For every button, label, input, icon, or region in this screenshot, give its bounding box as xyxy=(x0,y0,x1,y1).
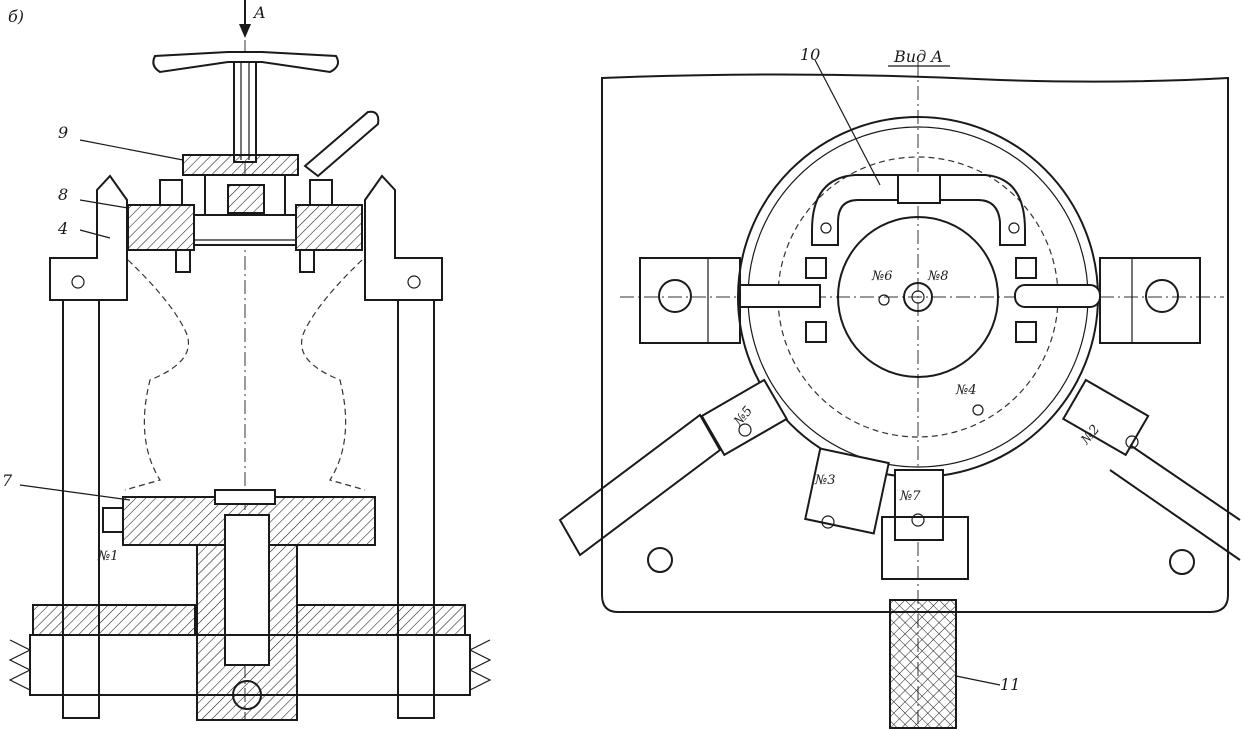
station-label-6: №6 xyxy=(871,269,893,284)
fix-hole-left xyxy=(647,547,673,573)
clamp-nut-section xyxy=(227,184,265,214)
leader-11 xyxy=(955,675,1001,686)
right-clamp-screw xyxy=(1014,284,1101,308)
base-left xyxy=(32,604,196,636)
bridge-screw-right xyxy=(1015,257,1037,279)
callout-4: 4 xyxy=(57,219,68,238)
bridge-screw-left-low xyxy=(805,321,827,343)
lever-icon xyxy=(303,110,380,178)
screw-icon xyxy=(159,179,183,206)
head-right-section xyxy=(295,204,363,251)
bridge-screw-right-low xyxy=(1015,321,1037,343)
right-clamp xyxy=(1099,257,1201,344)
center-hub xyxy=(903,282,933,312)
bridge-screw-left xyxy=(805,257,827,279)
hole-no4 xyxy=(972,404,984,416)
base-lower xyxy=(29,634,471,696)
view-title: Вид A xyxy=(893,47,943,66)
break-left xyxy=(8,639,32,691)
leader-10 xyxy=(814,59,881,186)
table-side-screw xyxy=(102,507,124,533)
base-right xyxy=(296,604,466,636)
workpiece-contour xyxy=(124,259,366,491)
station-label-1: №1 xyxy=(97,549,119,564)
arm-left xyxy=(558,413,722,557)
callout-10: 10 xyxy=(800,45,820,64)
leader-7 xyxy=(19,484,131,501)
station-label-4: №4 xyxy=(955,383,977,398)
column-right xyxy=(397,299,435,719)
view-arrow-a xyxy=(239,0,251,38)
station-block-3 xyxy=(804,447,890,535)
bottom-holder xyxy=(881,516,969,580)
head-left-section xyxy=(127,204,195,251)
top-clamp-block xyxy=(182,154,299,176)
callout-7: 7 xyxy=(2,471,13,490)
side-screw-right xyxy=(309,179,333,206)
spindle-bore xyxy=(224,514,270,666)
station-block-7 xyxy=(894,469,944,541)
callout-11: 11 xyxy=(1000,675,1020,694)
right-view-a: Вид A 10 11 №6 №8 №4 №5 №3 №7 №2 xyxy=(558,45,1241,729)
station-label-7: №7 xyxy=(899,489,921,504)
break-right xyxy=(468,639,492,691)
leader-9 xyxy=(79,139,184,161)
station-label-3: №3 xyxy=(814,473,836,488)
hole-no6 xyxy=(878,294,890,306)
fix-hole-right xyxy=(1169,549,1195,575)
head-bolt-left xyxy=(175,249,191,273)
head-bolt-right xyxy=(299,249,315,273)
left-section-view: б) A 9 8 4 7 №1 xyxy=(2,0,492,721)
table-center-nut xyxy=(214,489,276,505)
callout-8: 8 xyxy=(58,185,68,204)
sheet-label: б) xyxy=(8,7,24,26)
arm-right xyxy=(1109,444,1241,561)
leader-8 xyxy=(79,199,129,209)
bridge-block xyxy=(897,174,941,204)
leader-4 xyxy=(79,229,111,239)
left-clamp-screw xyxy=(739,284,821,308)
center-disc xyxy=(837,216,999,378)
station-block-5 xyxy=(700,378,789,457)
base-plate xyxy=(601,73,1229,613)
arrow-label: A xyxy=(252,3,266,22)
frame-right-top xyxy=(364,174,443,301)
column-left xyxy=(62,299,100,719)
callout-9: 9 xyxy=(58,123,68,142)
rod-11 xyxy=(889,599,957,729)
t-handle-icon xyxy=(152,51,339,163)
station-label-8: №8 xyxy=(927,269,949,284)
station-block-2 xyxy=(1061,378,1150,457)
bridge-10 xyxy=(811,174,1026,246)
